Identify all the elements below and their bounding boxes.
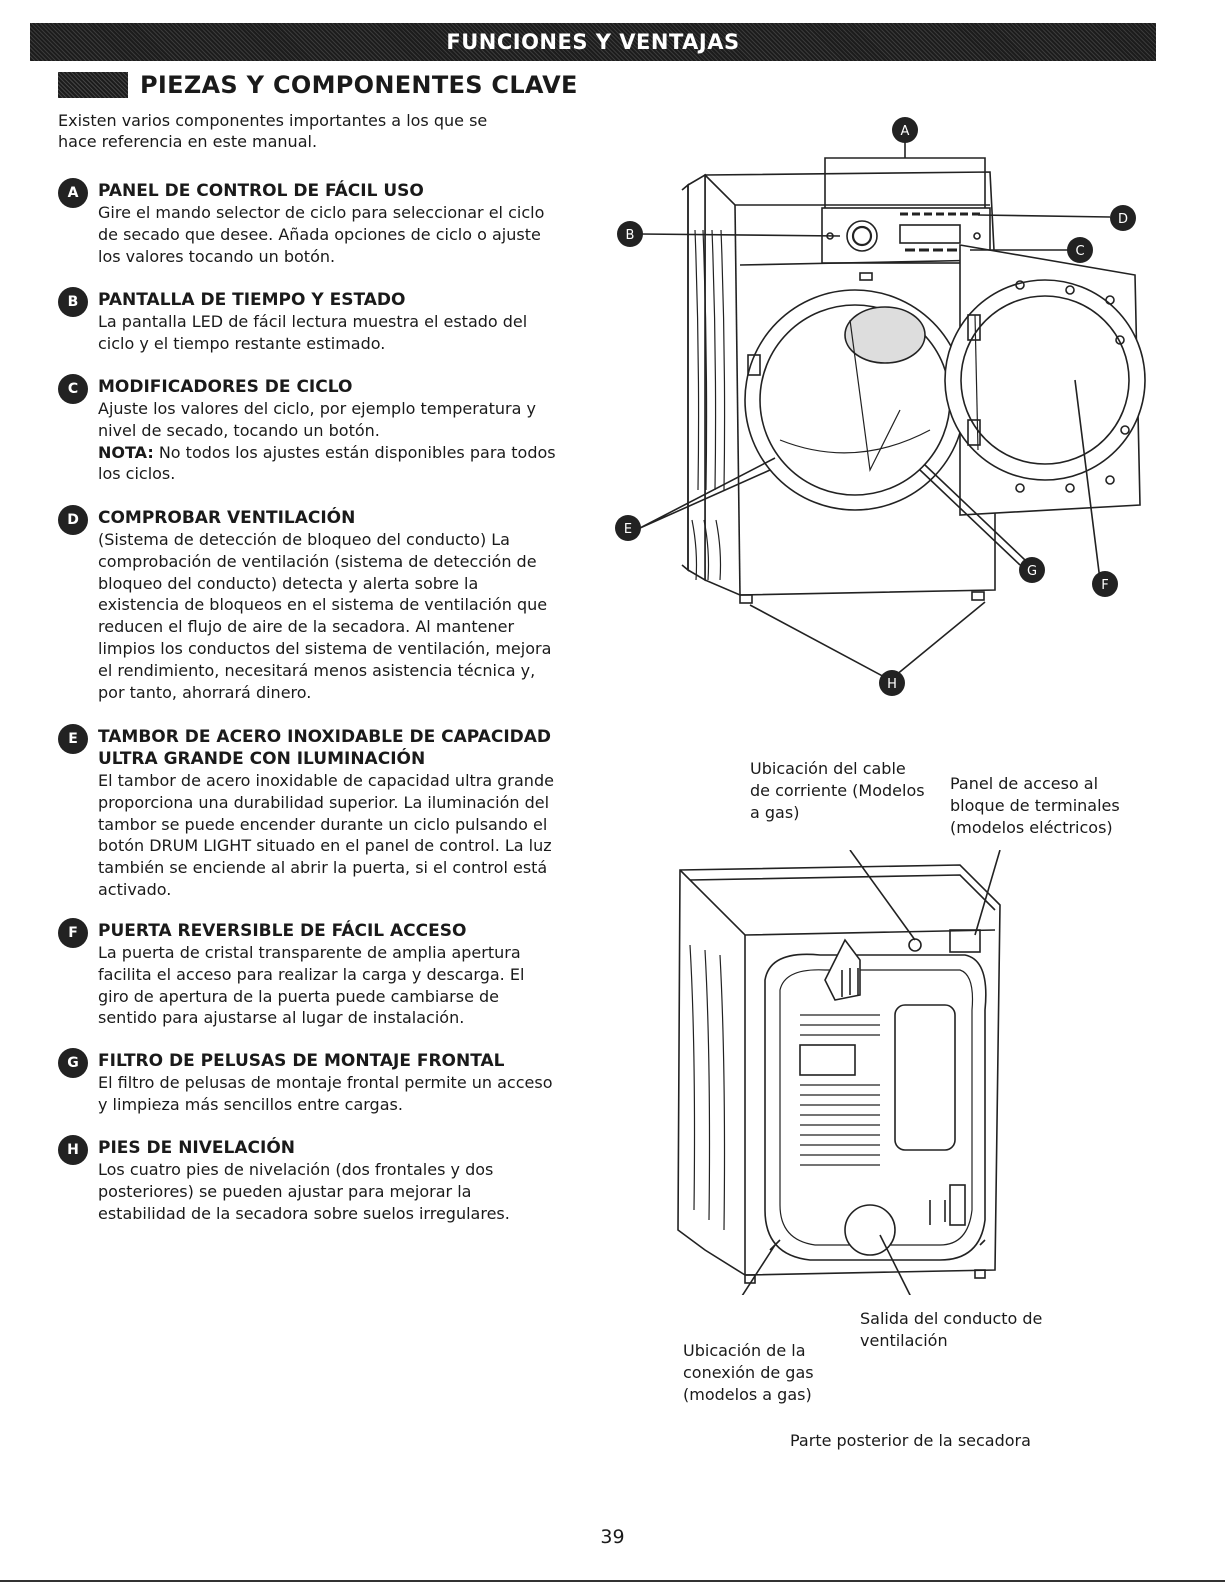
caption-terminal-panel: Panel de acceso al bloque de terminales … <box>950 774 1120 837</box>
callout-e <box>615 515 641 541</box>
item-title: PANTALLA DE TIEMPO Y ESTADO <box>98 290 406 310</box>
item-control-panel: A PANEL DE CONTROL DE FÁCIL USO Gire el … <box>58 178 558 267</box>
callout-e-label: E <box>624 522 632 537</box>
item-text: El tambor de acero inoxidable de capacid… <box>98 771 554 899</box>
page-number: 39 <box>600 1526 625 1548</box>
item-cycle-modifiers: C MODIFICADORES DE CICLO Ajuste los valo… <box>58 374 558 486</box>
callout-c-label: C <box>1075 244 1084 259</box>
page-title: PIEZAS Y COMPONENTES CLAVE <box>140 71 578 99</box>
caption-power-cord: Ubicación del cable de corriente (Modelo… <box>750 759 925 822</box>
item-title: PIES DE NIVELACIÓN <box>98 1138 295 1158</box>
callout-a <box>892 117 918 143</box>
dryer-rear-illustration <box>677 850 1001 1295</box>
callout-g <box>1019 557 1045 583</box>
item-vent-check: D COMPROBAR VENTILACIÓN (Sistema de dete… <box>58 505 558 703</box>
badge-h: H <box>58 1135 88 1165</box>
callout-f <box>1092 571 1118 597</box>
item-display: B PANTALLA DE TIEMPO Y ESTADO La pantall… <box>58 287 558 355</box>
badge-g: G <box>58 1048 88 1078</box>
item-title: PUERTA REVERSIBLE DE FÁCIL ACCESO <box>98 921 467 941</box>
section-banner: FUNCIONES Y VENTAJAS <box>30 23 1156 61</box>
item-title: COMPROBAR VENTILACIÓN <box>98 508 356 528</box>
item-text: (Sistema de detección de bloqueo del con… <box>98 530 552 702</box>
callout-d <box>1110 205 1136 231</box>
badge-f: F <box>58 918 88 948</box>
callout-g-label: G <box>1027 564 1037 579</box>
section-heading: PIEZAS Y COMPONENTES CLAVE <box>58 70 578 100</box>
callout-d-label: D <box>1118 212 1128 227</box>
badge-e: E <box>58 724 88 754</box>
item-text: La pantalla LED de fácil lectura muestra… <box>98 312 528 353</box>
item-drum: E TAMBOR DE ACERO INOXIDABLE DE CAPACIDA… <box>58 724 578 901</box>
badge-b: B <box>58 287 88 317</box>
badge-d: D <box>58 505 88 535</box>
badge-a: A <box>58 178 88 208</box>
item-title: PANEL DE CONTROL DE FÁCIL USO <box>98 181 424 201</box>
caption-gas-connection: Ubicación de la conexión de gas (modelos… <box>683 1341 814 1404</box>
item-title: TAMBOR DE ACERO INOXIDABLE DE CAPACIDAD … <box>98 727 552 769</box>
callout-h <box>879 670 905 696</box>
caption-rear-view: Parte posterior de la secadora <box>790 1431 1031 1450</box>
dryer-front-illustration: A B C D E F G H <box>615 117 1146 696</box>
badge-c: C <box>58 374 88 404</box>
footer-rule <box>0 1580 1225 1582</box>
item-text: Ajuste los valores del ciclo, por ejempl… <box>98 399 536 440</box>
note-label: NOTA: <box>98 442 154 462</box>
callout-f-label: F <box>1101 578 1108 593</box>
item-lint-filter: G FILTRO DE PELUSAS DE MONTAJE FRONTAL E… <box>58 1048 558 1116</box>
item-note: NOTA: No todos los ajustes están disponi… <box>98 442 558 486</box>
callout-a-label: A <box>901 124 910 139</box>
callout-b <box>617 221 643 247</box>
item-title: MODIFICADORES DE CICLO <box>98 377 353 397</box>
item-leveling-feet: H PIES DE NIVELACIÓN Los cuatro pies de … <box>58 1135 558 1224</box>
callout-c <box>1067 237 1093 263</box>
intro-text: Existen varios componentes importantes a… <box>58 111 488 151</box>
item-door: F PUERTA REVERSIBLE DE FÁCIL ACCESO La p… <box>58 918 558 1029</box>
item-text: Los cuatro pies de nivelación (dos front… <box>98 1160 510 1223</box>
callout-h-label: H <box>887 677 897 692</box>
item-text: El filtro de pelusas de montaje frontal … <box>98 1073 553 1114</box>
callout-b-label: B <box>626 228 635 243</box>
note-text: No todos los ajustes están disponibles p… <box>98 442 556 484</box>
caption-exhaust: Salida del conducto de ventilación <box>860 1309 1043 1350</box>
item-title: FILTRO DE PELUSAS DE MONTAJE FRONTAL <box>98 1051 505 1071</box>
item-text: La puerta de cristal transparente de amp… <box>98 943 525 1028</box>
heading-marker <box>58 72 128 98</box>
item-text: Gire el mando selector de ciclo para sel… <box>98 203 545 266</box>
